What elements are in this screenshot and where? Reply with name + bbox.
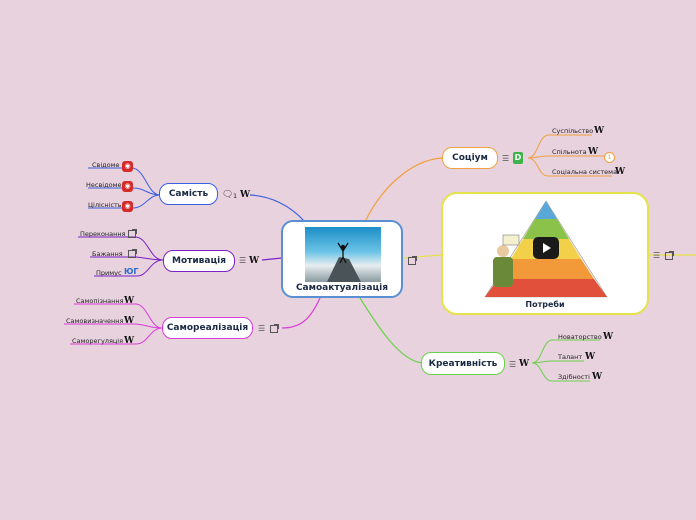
leaf-tsilisnist[interactable]: Цілісність [88,201,122,209]
leaf-samorehuliatsiia[interactable]: Саморегуляція [72,337,123,345]
leaf-perekonannia[interactable]: Переконання [80,230,126,238]
topic-sotsium-label: Соціум [452,153,488,163]
maslow-pyramid-video-thumbnail[interactable] [457,199,635,299]
topic-sotsium[interactable]: Соціум [442,147,498,169]
external-link-icon[interactable] [665,251,674,260]
topic-motyvatsiia[interactable]: Мотивація [163,250,235,272]
center-topic-label: Самоактуалізація [295,283,389,293]
topic-potreby[interactable]: Потреби [441,192,649,315]
center-topic[interactable]: Самоактуалізація [281,220,403,298]
wikipedia-icon[interactable]: W [603,332,614,342]
topic-samist-label: Самість [168,189,209,199]
topic-samorealizatsiia-label: Самореалізація [166,323,249,333]
wikipedia-icon[interactable]: W [594,126,605,136]
leaf-svidome[interactable]: Свідоме [92,161,120,169]
leaf-samovyznachennia[interactable]: Самовизначення [66,317,124,325]
app-icon[interactable]: ◉ [122,201,133,212]
topic-kreatyvnist-label: Креативність [428,358,498,369]
leaf-novatorstvo[interactable]: Новаторство [558,333,602,341]
menu-icon[interactable]: ☰ [239,256,247,265]
leaf-sotsialna-systema[interactable]: Соціальна система [552,168,618,176]
leaf-talant[interactable]: Талант [558,353,583,361]
leaf-bazhannia[interactable]: Бажання [92,250,123,258]
topic-samist[interactable]: Самість [159,183,218,205]
leaf-nesvidome[interactable]: Несвідоме [86,181,122,189]
center-topic-image [305,227,381,282]
wikipedia-icon[interactable]: W [124,316,135,326]
play-icon[interactable] [533,237,559,259]
topic-samorealizatsiia[interactable]: Самореалізація [162,317,253,339]
count-badge[interactable]: 1 [604,152,615,163]
leaf-spilnota[interactable]: Спільнота [552,148,587,156]
wikipedia-icon[interactable]: W [124,296,135,306]
leaf-suspilstvo[interactable]: Суспільство [552,127,594,135]
comment-icon[interactable]: 🗨 [222,190,234,200]
topic-kreatyvnist[interactable]: Креативність [421,352,505,375]
app-icon[interactable]: ◉ [122,181,133,192]
external-link-icon[interactable] [128,249,137,258]
menu-icon[interactable]: ☰ [653,251,661,260]
topic-potreby-label: Потреби [525,300,565,309]
leaf-samopiznannia[interactable]: Самопізнання [76,297,124,305]
comment-count: 1 [233,192,238,200]
document-app-icon[interactable]: D [513,152,523,164]
external-link-icon[interactable] [408,256,417,265]
wikipedia-icon[interactable]: W [124,336,135,346]
menu-icon[interactable]: ☰ [509,360,517,369]
external-link-icon[interactable] [270,324,279,333]
leaf-prymus[interactable]: Примус [96,269,122,277]
wikipedia-icon[interactable]: W [592,372,603,382]
wikipedia-icon[interactable]: W [519,359,530,369]
topic-motyvatsiia-label: Мотивація [172,256,226,266]
wikipedia-icon[interactable]: W [588,147,599,157]
menu-icon[interactable]: ☰ [258,324,266,333]
wikipedia-icon[interactable]: W [240,190,251,200]
app-icon[interactable]: ◉ [122,161,133,172]
leaf-zdibnosti[interactable]: Здібності [558,373,590,381]
wikipedia-icon[interactable]: W [249,256,260,266]
external-link-icon[interactable] [128,229,137,238]
youtube-icon[interactable]: ЮГ [124,267,139,276]
wikipedia-icon[interactable]: W [585,352,596,362]
wikipedia-icon[interactable]: W [615,167,626,177]
menu-icon[interactable]: ☰ [502,154,510,163]
